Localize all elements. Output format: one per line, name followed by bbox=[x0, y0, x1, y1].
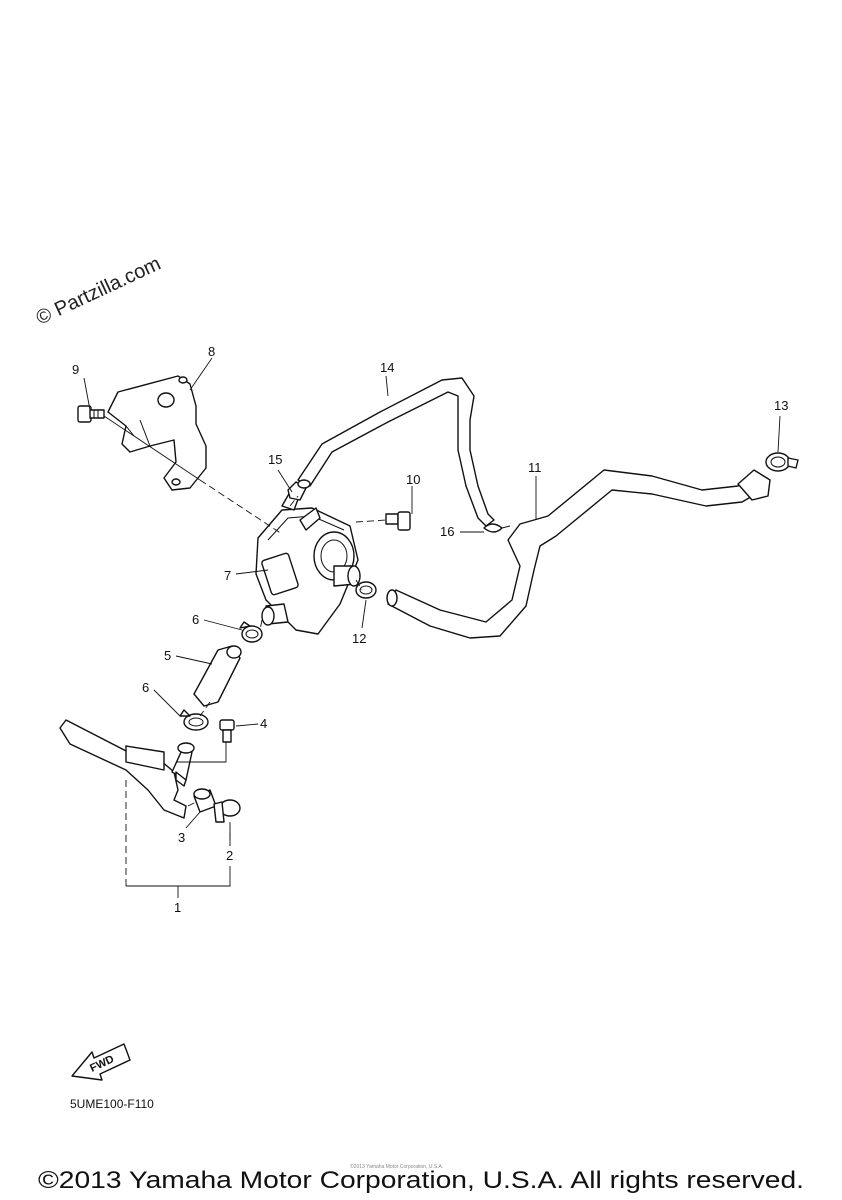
part-4-bolt[interactable] bbox=[219, 719, 235, 743]
part-8-bracket[interactable] bbox=[107, 375, 207, 491]
callout-5[interactable]: 5 bbox=[164, 648, 171, 663]
part-6-clamp-upper[interactable] bbox=[239, 621, 263, 643]
callout-9[interactable]: 10 bbox=[406, 472, 420, 487]
part-16-clip[interactable] bbox=[483, 523, 511, 533]
callout-6-upper[interactable]: 6 bbox=[192, 612, 199, 627]
part-13-clamp[interactable] bbox=[765, 452, 799, 472]
callout-3[interactable]: 3 bbox=[178, 830, 185, 845]
callout-2[interactable]: 2 bbox=[226, 848, 233, 863]
callout-13[interactable]: 13 bbox=[774, 398, 788, 413]
part-14-hose[interactable] bbox=[297, 377, 495, 527]
callout-8[interactable]: 8 bbox=[208, 344, 215, 359]
part-9-bolt[interactable] bbox=[385, 511, 411, 531]
callout-7[interactable]: 7 bbox=[224, 568, 231, 583]
part-3-hose[interactable] bbox=[193, 788, 217, 813]
diagram-code: 5UME100-F110 bbox=[70, 1097, 154, 1111]
fwd-arrow: FWD bbox=[71, 1043, 131, 1081]
part-2-clamp[interactable] bbox=[213, 799, 241, 823]
assembly-lines bbox=[103, 415, 387, 886]
watermark: © Partzilla.com bbox=[33, 253, 164, 330]
callouts: 9 8 14 13 11 15 10 16 7 6 12 5 6 4 3 2 1 bbox=[72, 344, 788, 915]
callout-4[interactable]: 4 bbox=[260, 716, 267, 731]
callout-10[interactable]: 9 bbox=[72, 362, 79, 377]
part-10-bolt[interactable] bbox=[77, 405, 105, 423]
part-7-valve-body[interactable] bbox=[255, 491, 361, 635]
callout-16[interactable]: 16 bbox=[440, 524, 454, 539]
part-1-pipe-assembly[interactable] bbox=[59, 719, 195, 819]
part-5-hose[interactable] bbox=[193, 645, 242, 707]
callout-6-lower[interactable]: 6 bbox=[142, 680, 149, 695]
copyright-notice: ©2013 Yamaha Motor Corporation, U.S.A. A… bbox=[38, 1167, 804, 1194]
leader-lines bbox=[83, 357, 781, 898]
fine-print: ©2013 Yamaha Motor Corporation, U.S.A. bbox=[350, 1163, 443, 1170]
callout-14[interactable]: 14 bbox=[380, 360, 394, 375]
callout-12[interactable]: 12 bbox=[352, 631, 366, 646]
callout-11[interactable]: 11 bbox=[528, 460, 542, 475]
part-12-clip[interactable] bbox=[355, 581, 377, 599]
callout-1[interactable]: 1 bbox=[174, 900, 181, 915]
part-6-clamp-lower[interactable] bbox=[179, 709, 209, 731]
callout-15[interactable]: 15 bbox=[268, 452, 282, 467]
part-11-hose[interactable] bbox=[386, 469, 771, 639]
